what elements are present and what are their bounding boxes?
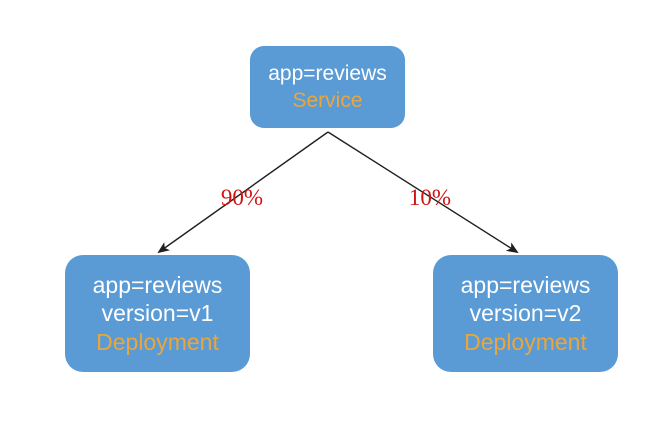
service-node-kind: Service	[292, 89, 363, 112]
edge-weight-v2: 10%	[408, 185, 452, 210]
deployment-v1-version: version=v1	[101, 300, 214, 327]
edge-weight-v1: 90%	[220, 185, 264, 210]
deployment-v2-version: version=v2	[469, 300, 582, 327]
deployment-v1-label: app=reviews	[92, 271, 223, 298]
deployment-v2-node: app=reviews version=v2 Deployment	[433, 255, 618, 372]
deployment-v1-kind: Deployment	[96, 328, 219, 355]
deployment-v2-label: app=reviews	[460, 271, 591, 298]
service-node-label: app=reviews	[268, 62, 387, 85]
service-node: app=reviews Service	[250, 46, 405, 128]
deployment-v1-node: app=reviews version=v1 Deployment	[65, 255, 250, 372]
deployment-v2-kind: Deployment	[464, 328, 587, 355]
